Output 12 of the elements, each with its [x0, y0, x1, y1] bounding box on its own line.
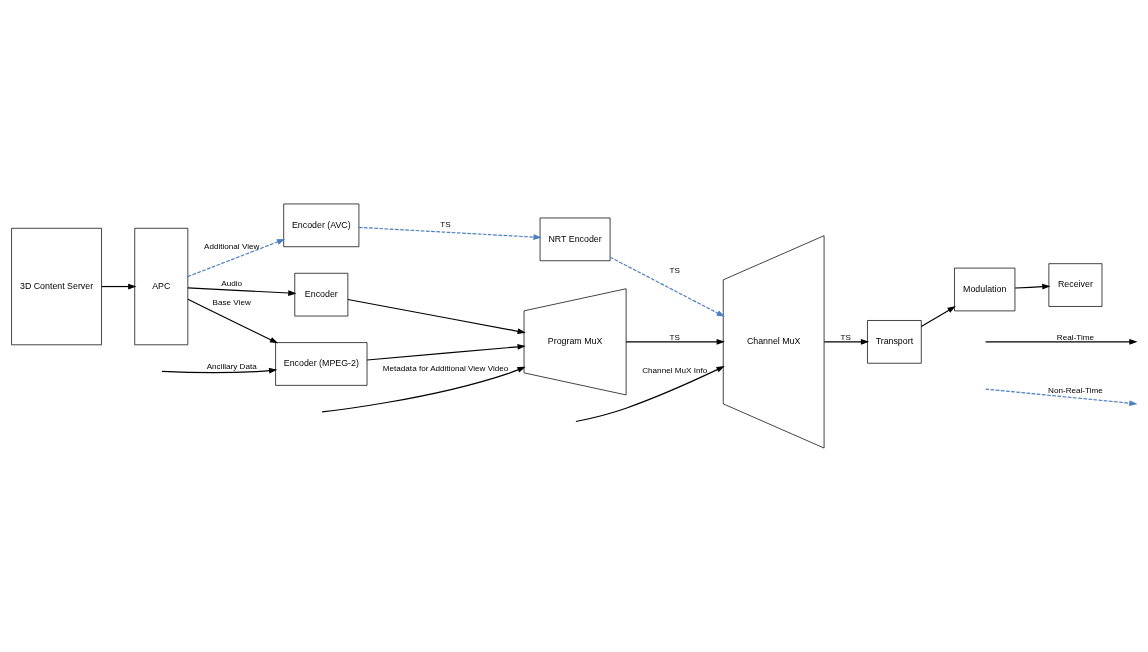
edge-label: TS	[669, 266, 680, 276]
edge-label: TS	[840, 332, 851, 342]
edge-label: Ancillary Data	[206, 361, 257, 371]
edge-label: Metadata for Additional View Video	[382, 364, 509, 374]
edge-label: TS	[669, 332, 680, 342]
edge-label: Additional View	[204, 241, 260, 251]
legend-label: Real-Time	[1056, 332, 1094, 342]
edge-label: Base View	[212, 297, 251, 307]
edge-label: TS	[440, 220, 451, 230]
edge-label: Audio	[221, 279, 243, 289]
legend-label: Non-Real-Time	[1048, 386, 1103, 396]
edge-label: Channel MuX Info	[642, 365, 708, 375]
